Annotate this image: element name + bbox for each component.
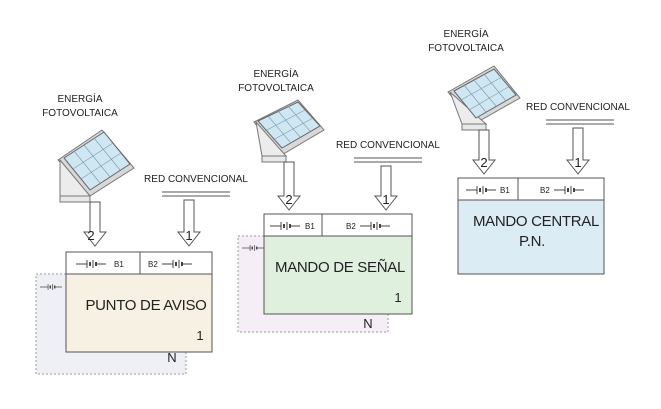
solar-panel-icon — [447, 65, 521, 131]
battery-b2-label: B2 — [148, 260, 158, 269]
mando-senal-title: MANDO DE SEÑAL — [275, 259, 405, 276]
battery-b1-label: B1 — [500, 186, 510, 195]
group-mando-senal: ENERGÍA FOTOVOLTAICA 2 RED CONVENCIONAL — [237, 67, 440, 333]
stack-count-label: N — [167, 350, 176, 365]
down-arrow-icon — [565, 127, 591, 175]
energy-label-line2: FOTOVOLTAICA — [42, 108, 118, 119]
arrow-number-red: 1 — [185, 228, 192, 243]
group-mando-central: ENERGÍA FOTOVOLTAICA 2 RED CONVENCIONAL — [428, 27, 630, 275]
arrow-number-panel: 2 — [285, 192, 292, 207]
punto-aviso-title: PUNTO DE AVISO — [85, 297, 206, 314]
down-arrow-icon — [176, 199, 202, 247]
red-convencional-label: RED CONVENCIONAL — [336, 140, 440, 151]
arrow-number-red: 1 — [382, 192, 389, 207]
mando-central-title-line1: MANDO CENTRAL — [473, 213, 599, 230]
down-arrow-icon — [373, 165, 399, 211]
power-line-icon — [354, 157, 422, 163]
battery-strip — [65, 251, 213, 275]
box-count-label: 1 — [394, 290, 401, 305]
down-arrow-icon — [82, 201, 108, 247]
red-convencional-label: RED CONVENCIONAL — [144, 174, 248, 185]
down-arrow-icon — [471, 129, 497, 175]
energy-label-line2: FOTOVOLTAICA — [238, 83, 314, 94]
arrow-number-panel: 2 — [87, 228, 94, 243]
arrow-number-panel: 2 — [480, 155, 487, 170]
battery-strip — [457, 177, 605, 201]
red-convencional-label: RED CONVENCIONAL — [526, 102, 630, 113]
power-line-icon — [546, 119, 614, 125]
battery-strip — [263, 213, 413, 237]
energy-label-line1: ENERGÍA — [253, 67, 298, 80]
stack-count-label: N — [363, 316, 372, 331]
energy-label-line1: ENERGÍA — [57, 92, 102, 105]
solar-panel-icon — [57, 129, 135, 203]
mando-central-title-line2: P.N. — [519, 233, 545, 250]
power-line-icon — [162, 191, 230, 197]
battery-b2-label: B2 — [540, 186, 550, 195]
battery-b1-label: B1 — [305, 222, 315, 231]
group-punto-aviso: ENERGÍA FOTOVOLTAICA 2 RED CONVENCIONAL — [35, 92, 248, 375]
battery-b1-label: B1 — [114, 260, 124, 269]
energy-label-line2: FOTOVOLTAICA — [428, 43, 504, 54]
box-count-label: 1 — [196, 328, 203, 343]
solar-panel-icon — [253, 99, 325, 163]
down-arrow-icon — [276, 161, 302, 211]
arrow-number-red: 1 — [574, 155, 581, 170]
battery-b2-label: B2 — [346, 222, 356, 231]
energy-label-line1: ENERGÍA — [443, 27, 488, 40]
